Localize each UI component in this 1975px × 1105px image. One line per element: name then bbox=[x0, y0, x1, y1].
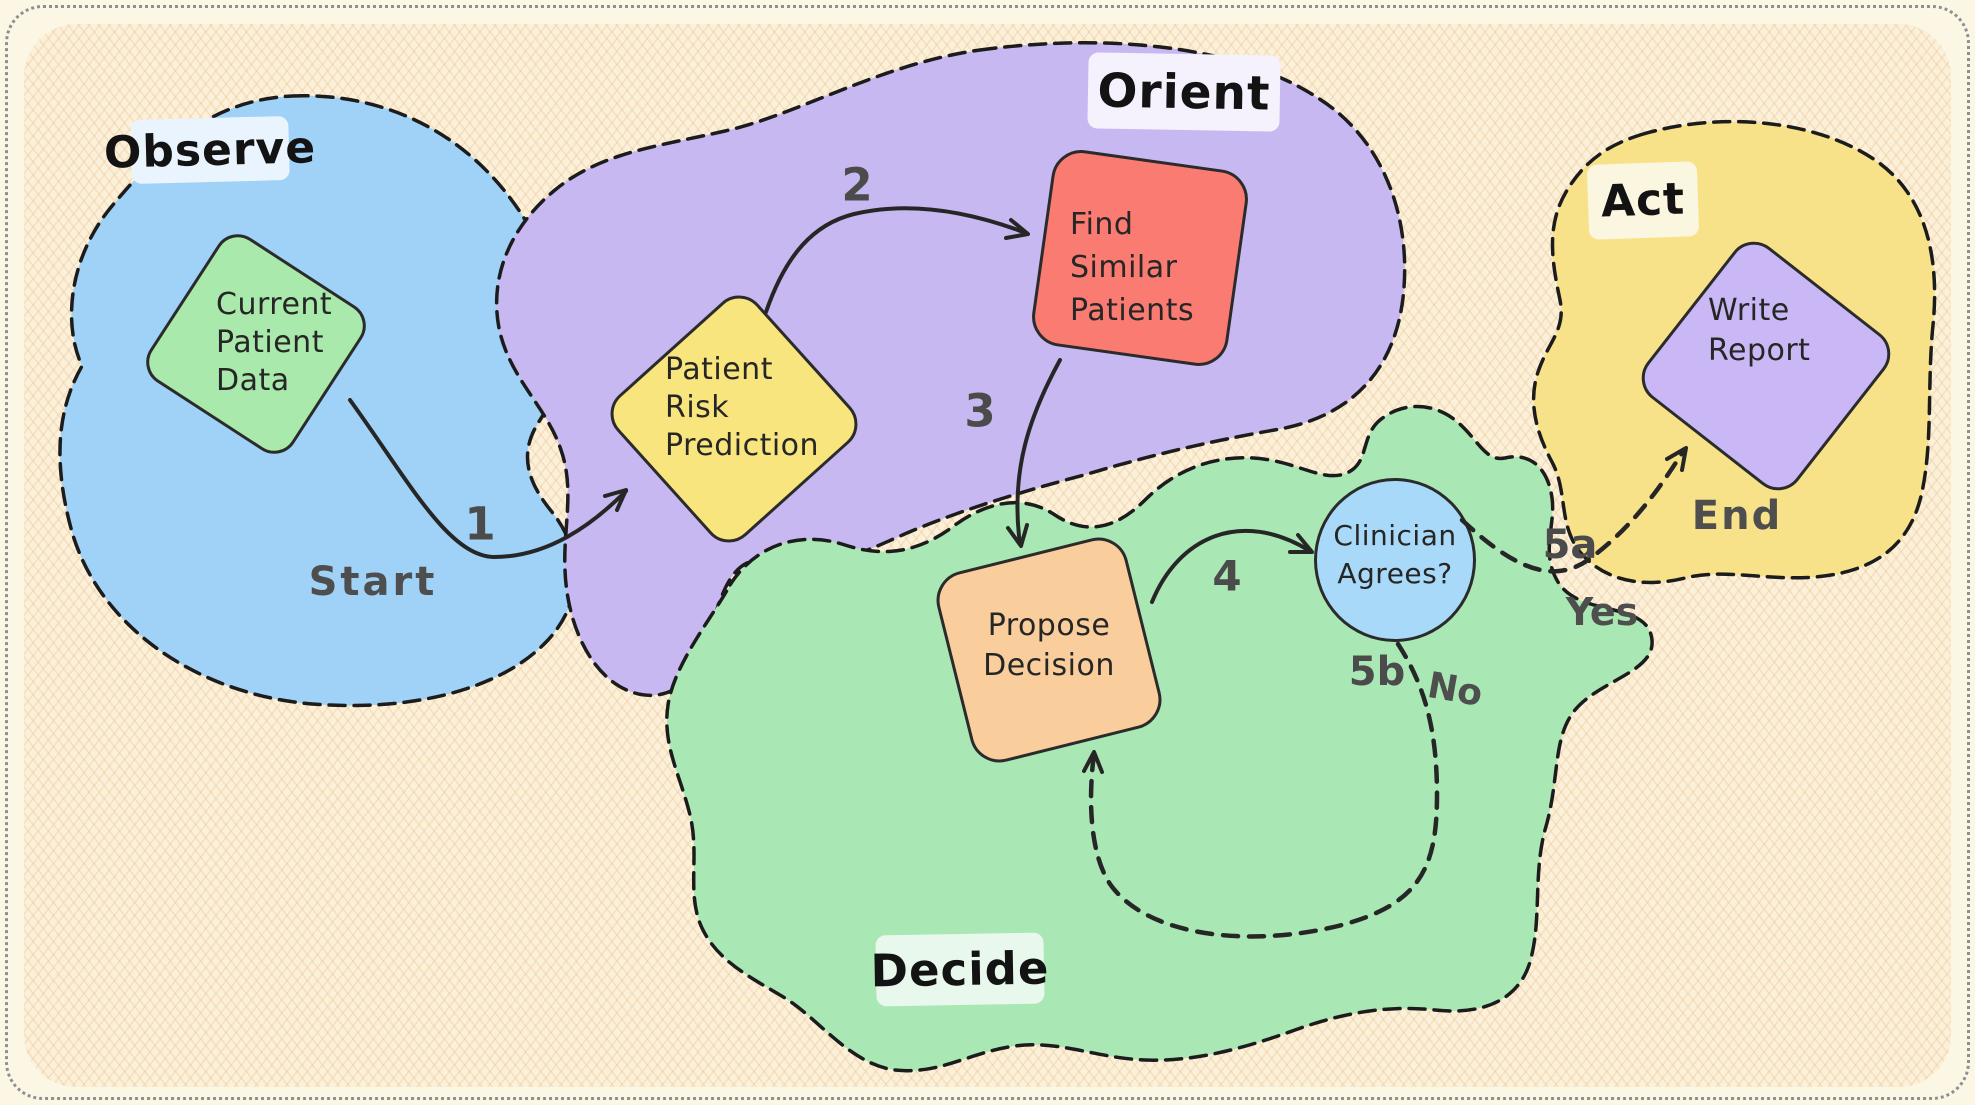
region-act-title: Act bbox=[1586, 161, 1700, 240]
edge-5a-yes-annotation: Yes bbox=[1565, 590, 1639, 634]
node-patient-risk-prediction-label: Patient Risk Prediction bbox=[665, 352, 820, 463]
edge-3-label: 3 bbox=[964, 384, 996, 438]
edge-5a-label: 5a bbox=[1542, 522, 1598, 568]
region-decide-title-text: Decide bbox=[870, 941, 1050, 998]
region-orient-title-text: Orient bbox=[1097, 62, 1271, 122]
region-orient-title: Orient bbox=[1087, 52, 1281, 132]
node-clinician-agrees-label: Clinician Agrees? bbox=[1333, 519, 1457, 590]
region-act-title-text: Act bbox=[1600, 173, 1686, 228]
region-observe-title-text: Observe bbox=[103, 121, 317, 179]
end-label: End bbox=[1691, 493, 1783, 539]
node-current-patient-data-label: Current Patient Data bbox=[216, 287, 333, 398]
start-label: Start bbox=[308, 559, 438, 605]
node-find-similar-patients-label: Find Similar Patients bbox=[1070, 207, 1195, 328]
edge-2-label: 2 bbox=[841, 158, 873, 212]
edge-4-label: 4 bbox=[1212, 551, 1242, 601]
region-observe-title: Observe bbox=[103, 115, 317, 185]
edge-1-label: 1 bbox=[464, 497, 496, 551]
node-clinician-agrees-shape bbox=[1314, 478, 1476, 642]
node-write-report-label: Write Report bbox=[1708, 293, 1811, 368]
node-propose-decision-label: Propose Decision bbox=[983, 608, 1115, 683]
edge-5b-label: 5b bbox=[1348, 649, 1406, 695]
region-decide-title: Decide bbox=[870, 932, 1050, 1007]
